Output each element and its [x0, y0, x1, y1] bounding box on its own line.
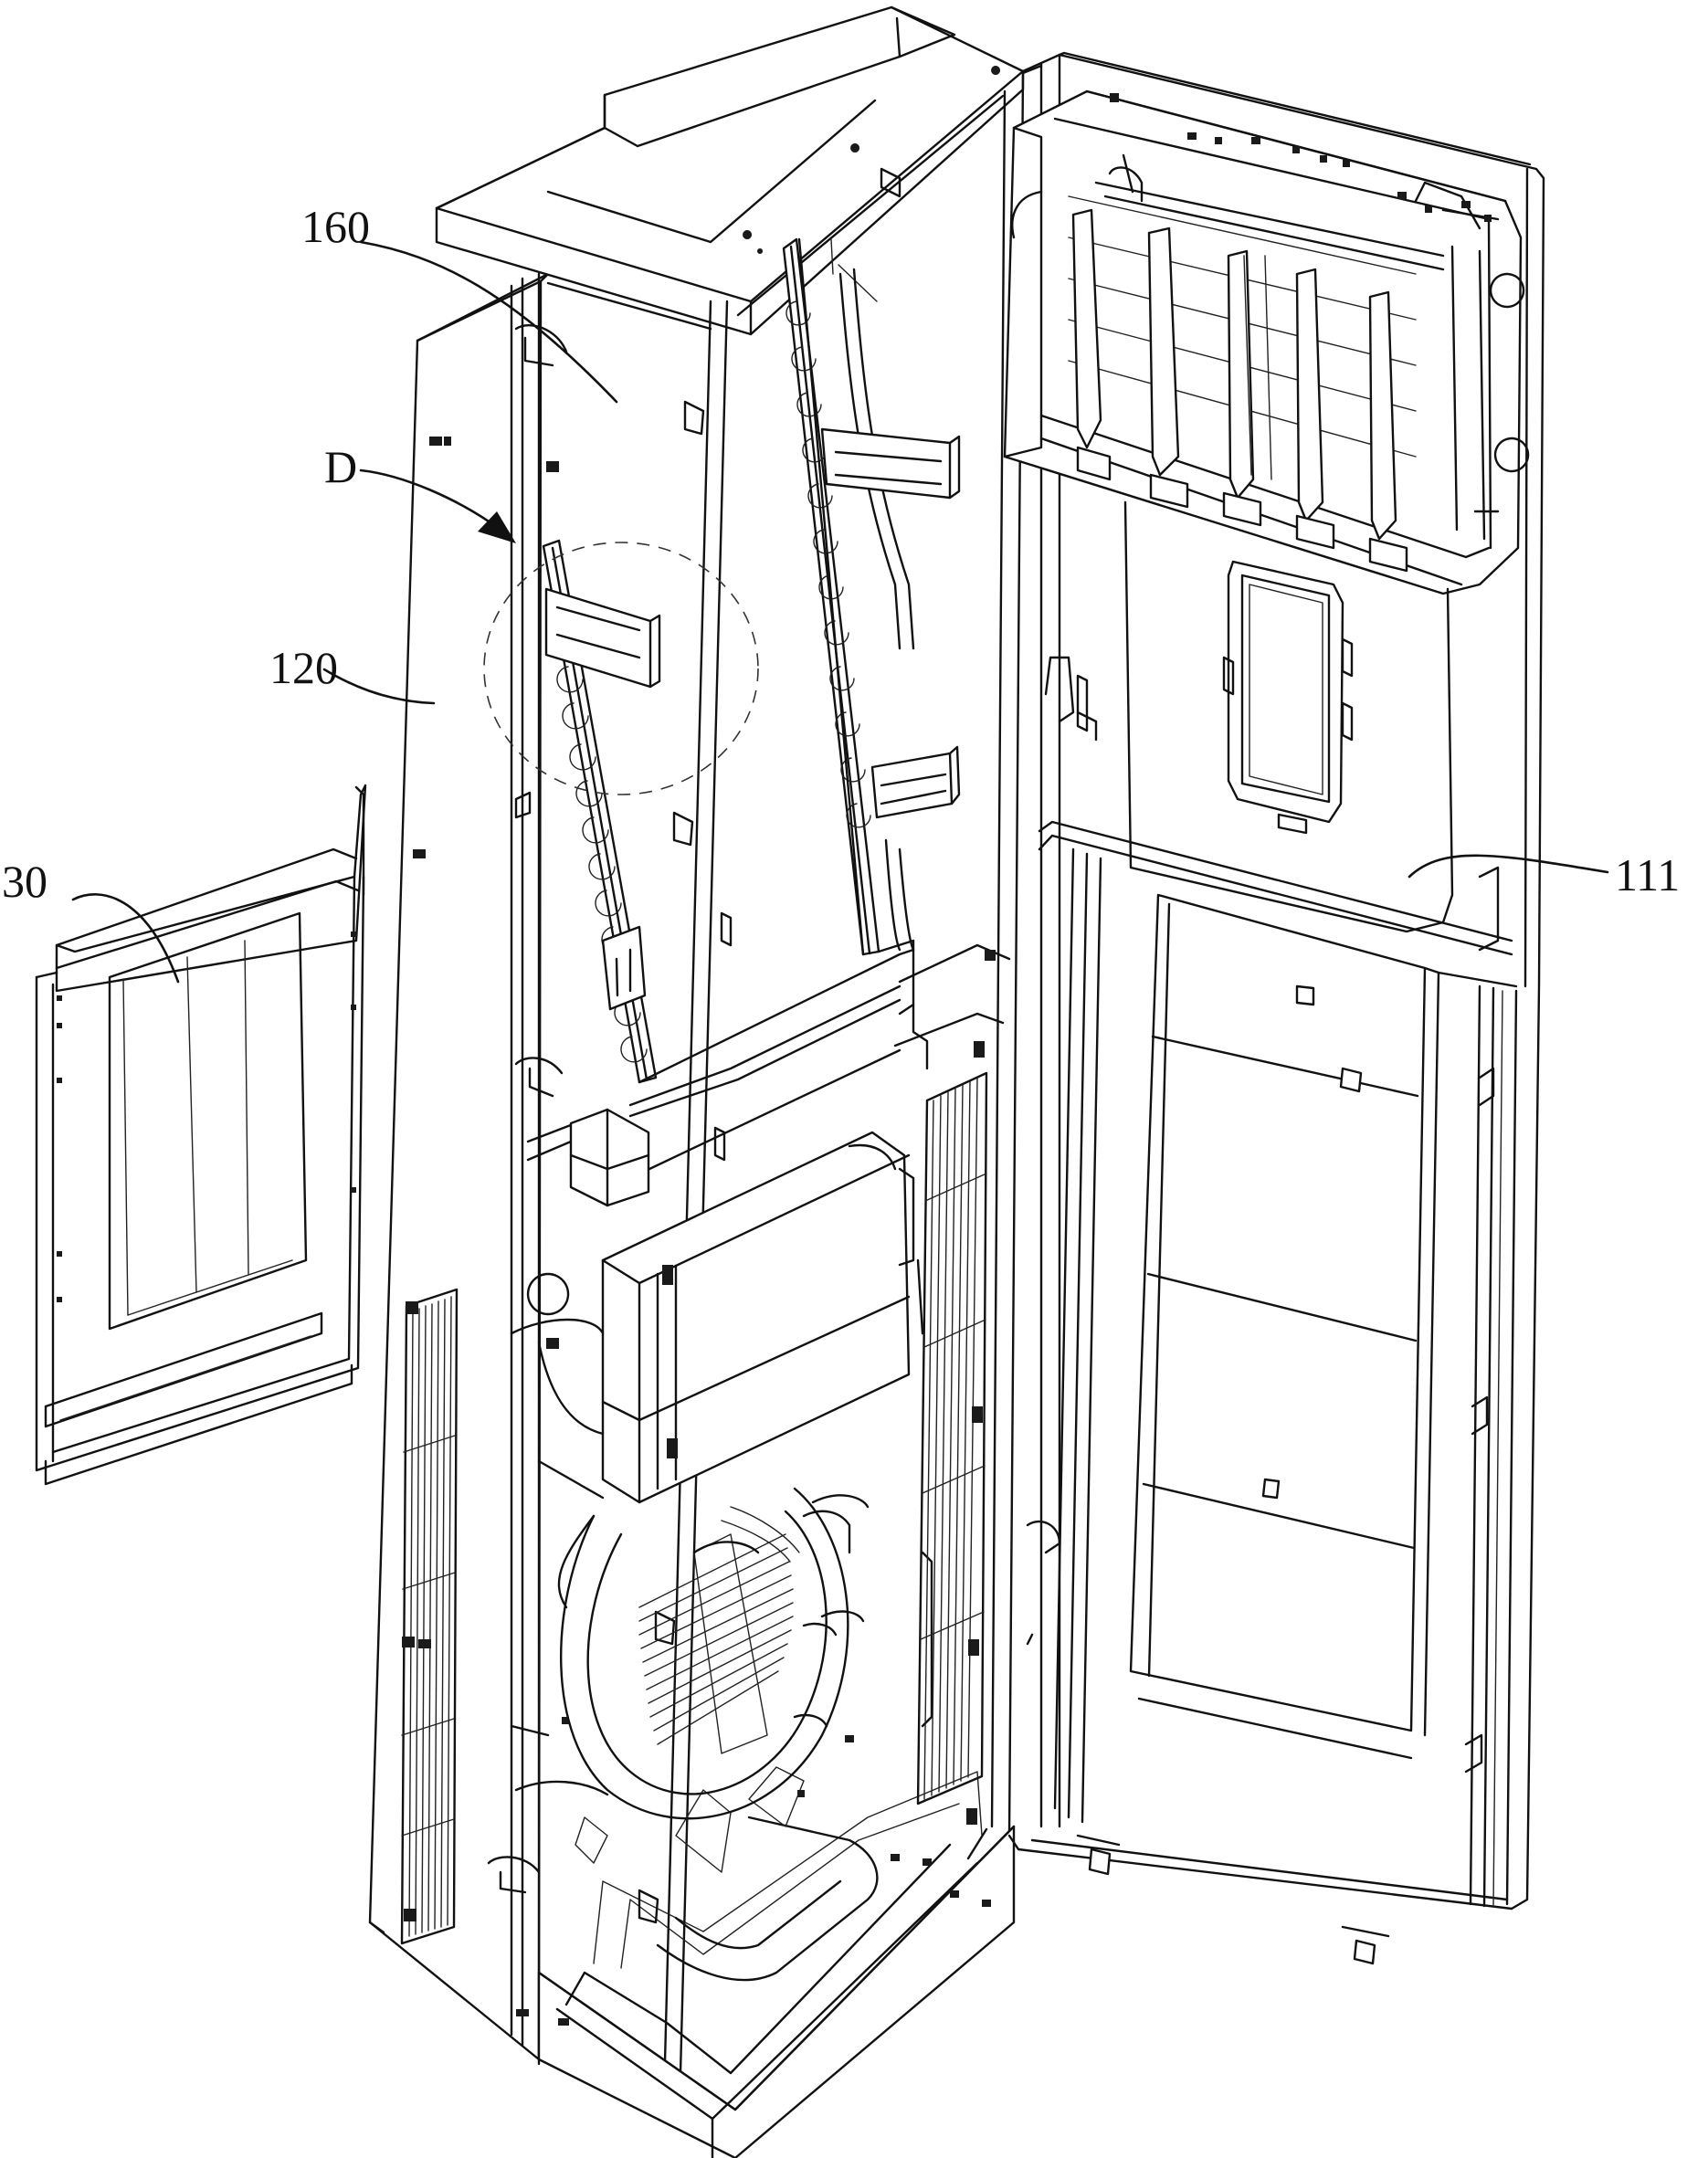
label-111: 111	[1615, 849, 1680, 900]
front-panel-111	[1003, 51, 1545, 1965]
leader-111	[1408, 854, 1609, 879]
leader-30	[71, 893, 180, 984]
callouts: 160 D 120 30 111	[2, 201, 1680, 984]
label-120: 120	[269, 642, 338, 693]
leader-120	[322, 668, 436, 705]
side-panel-30	[35, 784, 367, 1486]
label-30: 30	[2, 856, 47, 907]
arrowhead-D-icon	[478, 511, 516, 543]
heat-exchanger-160	[487, 167, 961, 1924]
leader-160	[359, 240, 618, 404]
detail-circle-D	[483, 542, 759, 795]
side-panel-120	[368, 272, 550, 2061]
cabinet-body	[435, 5, 1025, 2158]
vent-grille-left	[400, 1288, 459, 1945]
leader-D	[359, 468, 502, 532]
label-D: D	[324, 441, 357, 492]
fan-assembly	[510, 1003, 933, 1820]
label-160: 160	[301, 201, 370, 252]
vent-grille-right	[916, 950, 996, 1825]
